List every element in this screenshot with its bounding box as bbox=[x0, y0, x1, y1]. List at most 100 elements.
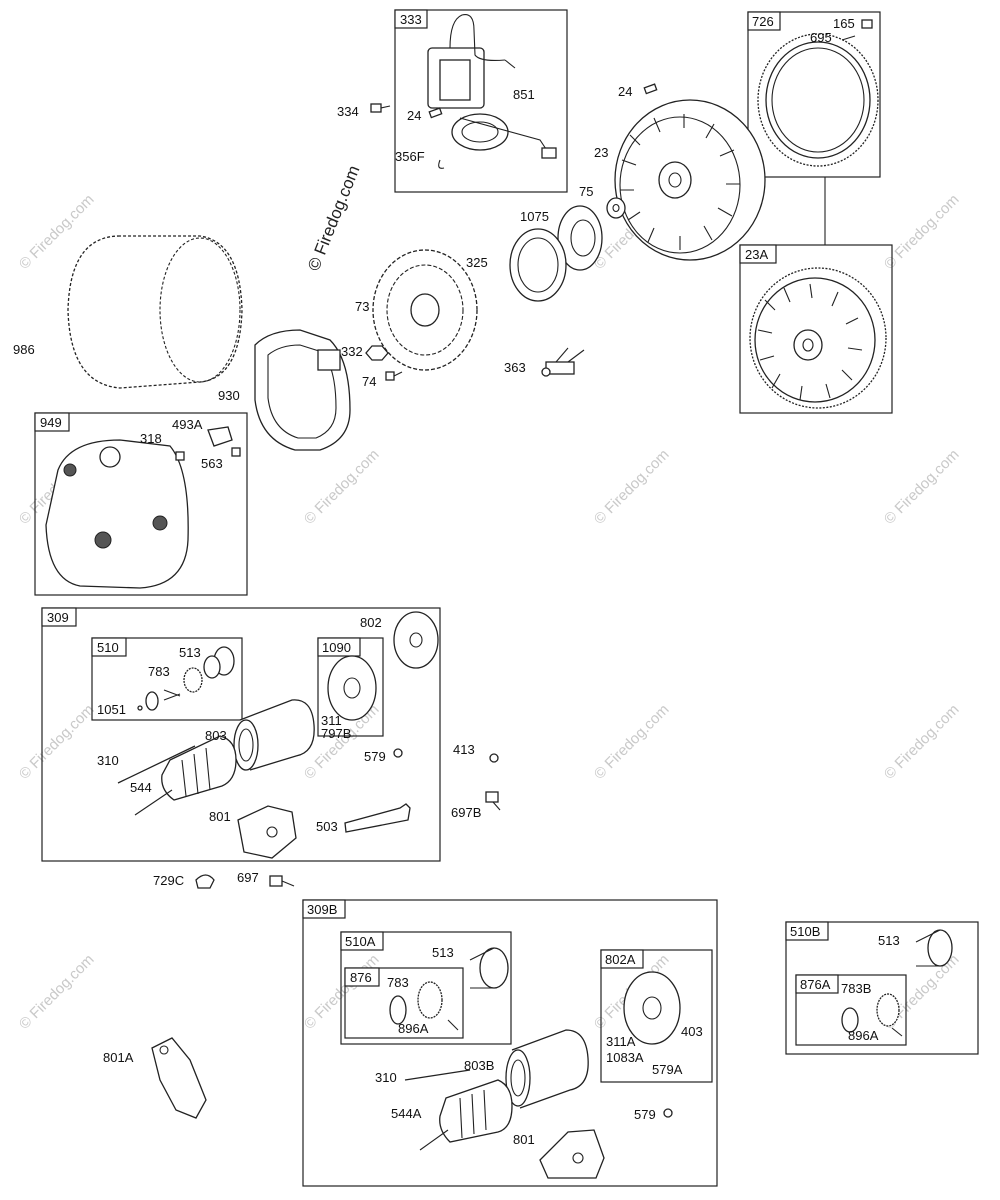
housing-803-drawing bbox=[233, 699, 315, 771]
part-label-801: 801 bbox=[513, 1132, 535, 1147]
housing-803b-drawing bbox=[505, 1029, 589, 1109]
drive-510a-drawing bbox=[389, 947, 509, 1031]
group-tab-949 bbox=[34, 412, 70, 432]
part-label-74: 74 bbox=[362, 374, 376, 389]
watermark: © Firedog.com bbox=[301, 951, 383, 1033]
part-label-802: 802 bbox=[360, 615, 382, 630]
watermark-main: © Firedog.com bbox=[304, 163, 363, 274]
group-box-802a bbox=[600, 949, 713, 1083]
part-label-513: 513 bbox=[179, 645, 201, 660]
armature-544-drawing bbox=[134, 735, 237, 816]
alternator-73-drawing bbox=[372, 249, 478, 371]
watermark: © Firedog.com bbox=[881, 446, 963, 528]
strap-503-drawing bbox=[344, 803, 411, 833]
part-label-544: 544 bbox=[130, 780, 152, 795]
group-box-949 bbox=[34, 412, 248, 596]
flywheel-drawing bbox=[614, 99, 766, 261]
group-tab-510b bbox=[785, 921, 829, 941]
group-label-309: 309 bbox=[47, 610, 69, 625]
bolt-318-drawing bbox=[175, 451, 185, 461]
end-cap-1090-drawing bbox=[327, 655, 377, 721]
group-box-876 bbox=[344, 967, 464, 1039]
part-label-801: 801 bbox=[209, 809, 231, 824]
part-label-23: 23 bbox=[594, 145, 608, 160]
group-label-510b: 510B bbox=[790, 924, 820, 939]
part-label-325: 325 bbox=[466, 255, 488, 270]
watermark: © Firedog.com bbox=[881, 701, 963, 783]
part-label-801a: 801A bbox=[103, 1050, 134, 1065]
group-box-309b bbox=[302, 899, 718, 1187]
part-label-334: 334 bbox=[337, 104, 359, 119]
screw-74-drawing bbox=[385, 371, 403, 381]
part-label-1083a: 1083A bbox=[606, 1050, 644, 1065]
part-label-697: 697 bbox=[237, 870, 259, 885]
screw-563-drawing bbox=[231, 447, 241, 457]
group-box-510 bbox=[91, 637, 243, 721]
part-label-896a: 896A bbox=[848, 1028, 879, 1043]
nut-413-drawing bbox=[489, 753, 499, 763]
part-label-930: 930 bbox=[218, 388, 240, 403]
clip-729c-drawing bbox=[195, 874, 215, 889]
group-label-23a: 23A bbox=[745, 247, 768, 262]
part-label-332: 332 bbox=[341, 344, 363, 359]
part-label-24: 24 bbox=[618, 84, 632, 99]
group-tab-510a bbox=[340, 931, 384, 951]
part-label-513: 513 bbox=[878, 933, 900, 948]
part-label-697b: 697B bbox=[451, 805, 481, 820]
part-label-851: 851 bbox=[513, 87, 535, 102]
part-label-318: 318 bbox=[140, 431, 162, 446]
bracket-493a-drawing bbox=[207, 426, 233, 447]
group-box-510a bbox=[340, 931, 512, 1045]
part-label-803: 803 bbox=[205, 728, 227, 743]
part-label-165: 165 bbox=[833, 16, 855, 31]
watermark: © Firedog.com bbox=[591, 701, 673, 783]
group-label-949: 949 bbox=[40, 415, 62, 430]
bracket-801a-drawing bbox=[151, 1037, 207, 1119]
watermark: © Firedog.com bbox=[881, 191, 963, 273]
part-label-493a: 493A bbox=[172, 417, 203, 432]
bolt-697-drawing bbox=[269, 875, 295, 887]
part-label-783: 783 bbox=[387, 975, 409, 990]
part-label-75: 75 bbox=[579, 184, 593, 199]
group-box-876a bbox=[795, 974, 907, 1046]
part-label-797b: 797B bbox=[321, 726, 351, 741]
group-tab-726 bbox=[747, 11, 781, 31]
group-tab-1090 bbox=[317, 637, 361, 657]
part-label-783: 783 bbox=[148, 664, 170, 679]
part-label-403: 403 bbox=[681, 1024, 703, 1039]
part-label-579: 579 bbox=[634, 1107, 656, 1122]
hub-parts-drawing bbox=[509, 197, 626, 302]
group-box-309 bbox=[41, 607, 441, 862]
group-tab-876 bbox=[344, 967, 380, 987]
group-label-333: 333 bbox=[400, 12, 422, 27]
group-label-510a: 510A bbox=[345, 934, 376, 949]
part-label-986: 986 bbox=[13, 342, 35, 357]
watermark: © Firedog.com bbox=[16, 951, 98, 1033]
part-label-24: 24 bbox=[407, 108, 421, 123]
part-label-311: 311 bbox=[321, 713, 342, 728]
key-drawing bbox=[643, 83, 658, 95]
group-tab-309 bbox=[41, 607, 77, 627]
group-tab-876a bbox=[795, 974, 839, 994]
part-label-1051: 1051 bbox=[97, 702, 126, 717]
drive-510-drawing bbox=[137, 646, 235, 711]
part-drawings bbox=[45, 14, 953, 1179]
part-label-363: 363 bbox=[504, 360, 526, 375]
watermark: © Firedog.com bbox=[16, 701, 98, 783]
part-labels: 851 334 24 356F 165 695 24 23 75 1075 32… bbox=[13, 16, 900, 1147]
blower-ring-drawing bbox=[254, 329, 351, 451]
part-label-503: 503 bbox=[316, 819, 338, 834]
part-label-310: 310 bbox=[375, 1070, 397, 1085]
part-label-513: 513 bbox=[432, 945, 454, 960]
screw-334-drawing bbox=[370, 103, 391, 113]
drive-510b-drawing bbox=[841, 929, 953, 1037]
part-label-579: 579 bbox=[364, 749, 386, 764]
group-label-510: 510 bbox=[97, 640, 119, 655]
part-label-356f: 356F bbox=[395, 149, 425, 164]
group-tab-802a bbox=[600, 949, 644, 969]
rectifier-drawing bbox=[541, 347, 585, 377]
ring-gear-drawing bbox=[757, 19, 879, 167]
bracket-801-drawing bbox=[237, 805, 297, 859]
group-box-510b bbox=[785, 921, 979, 1055]
